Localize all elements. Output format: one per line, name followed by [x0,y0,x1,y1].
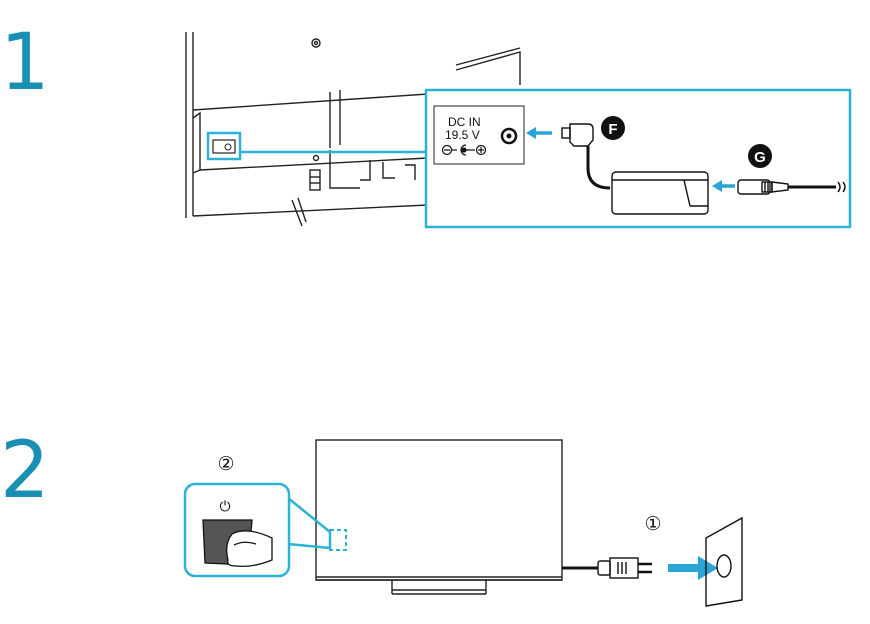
polarity-symbol [441,144,487,156]
finger-pressing-button [202,519,273,568]
wall-outlet [705,516,743,607]
power-icon: ⏻ [219,499,230,515]
plug-in-arrow [668,556,718,580]
callout-g-label: G [754,149,766,166]
power-cable-plug [562,557,652,579]
marker-2-label: ② [217,453,234,475]
power-button-location-marker [329,529,347,551]
dc-in-detail-box: DC IN 19.5 V [424,88,852,229]
step-1-number: 1 [0,18,50,108]
power-cord-g [737,179,846,195]
dc-in-port-highlight [206,131,426,161]
dc-in-socket [500,127,518,145]
callout-f-label: F [608,121,617,138]
marker-2: ② [217,453,234,475]
callout-f: F [601,116,625,140]
marker-1-label: ① [644,513,661,535]
power-button-zoom: ⏻ [183,482,332,578]
insert-arrow-g [712,180,735,192]
adapter-plug-f [561,123,709,215]
tv-rear-panel [185,32,521,227]
tv-front [315,439,563,595]
dc-in-label: DC IN [448,115,481,129]
callout-g: G [748,144,772,168]
marker-1: ① [644,513,661,535]
step-2-number: 2 [0,426,50,516]
dc-voltage-label: 19.5 V [445,128,480,142]
insert-arrow-f [526,127,552,139]
